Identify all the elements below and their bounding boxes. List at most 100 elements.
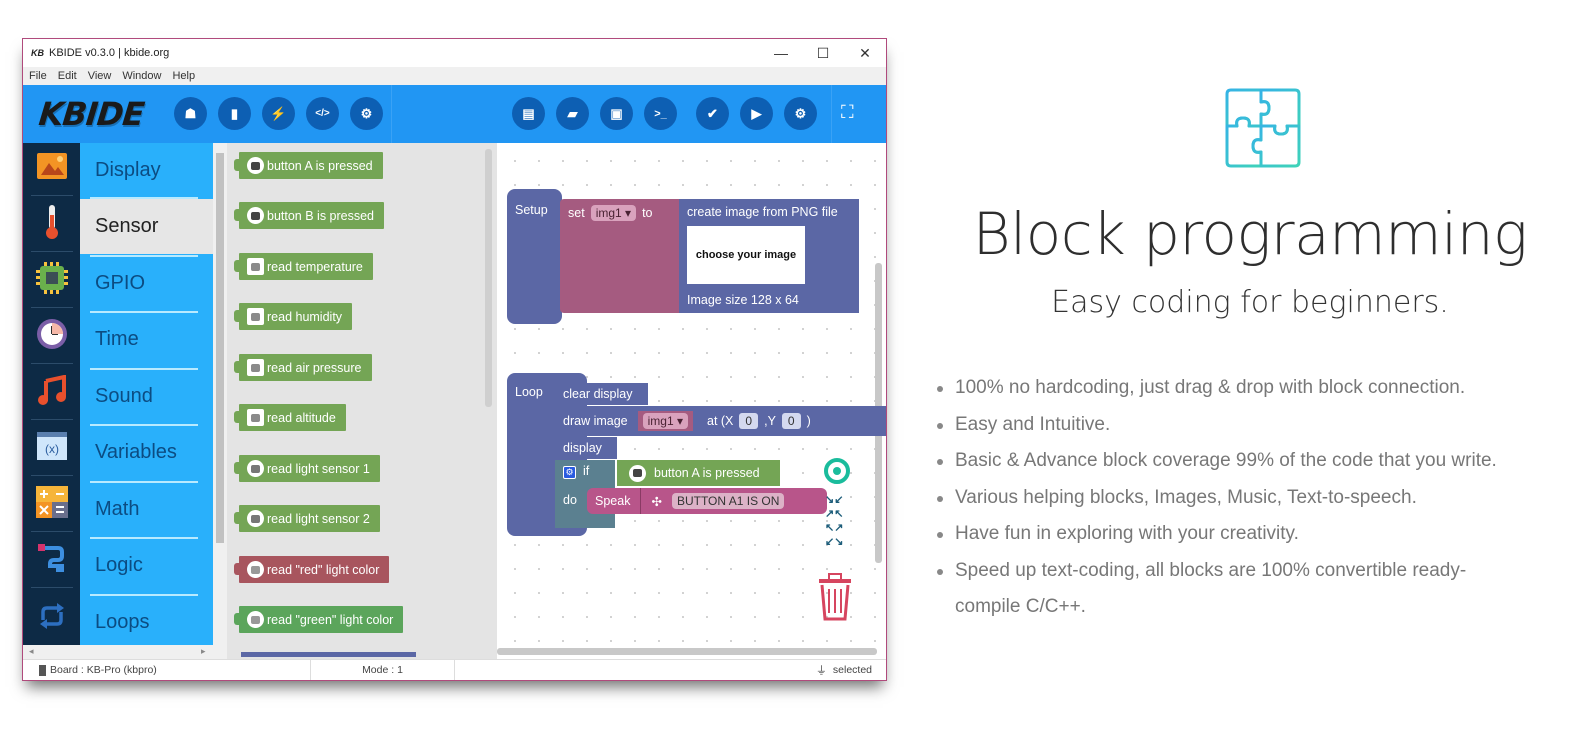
display-block[interactable]: display — [555, 437, 617, 459]
menu-bar: File Edit View Window Help — [23, 67, 886, 85]
button-icon — [247, 157, 264, 174]
open-button[interactable]: ▰ — [556, 97, 589, 130]
choose-image-button[interactable]: choose your image — [687, 226, 805, 284]
scroll-left-icon[interactable]: ◂ — [29, 646, 34, 656]
close-button[interactable]: ✕ — [859, 44, 871, 61]
y-input[interactable]: 0 — [781, 413, 801, 429]
flyout-scrollbar[interactable] — [485, 149, 492, 407]
board-icon — [39, 664, 46, 676]
category-math[interactable]: Math — [95, 498, 140, 520]
variable-icon[interactable]: (x) — [35, 429, 69, 463]
zoom-fit-icon[interactable]: ↙↘ — [825, 536, 844, 548]
workspace-horizontal-scrollbar[interactable] — [497, 648, 877, 655]
plugin-icon: ⚡ — [270, 105, 287, 121]
window-title: KBIDE v0.3.0 | kbide.org — [49, 47, 170, 59]
plug-icon: ⏚ — [815, 665, 827, 677]
fullscreen-button[interactable]: ⛶ — [841, 102, 854, 123]
app-logo-icon: KB — [31, 48, 44, 58]
new-file-button[interactable]: ▤ — [512, 97, 545, 130]
settings-icon: ⚙ — [360, 105, 373, 121]
zoom-in-icon[interactable]: ↘↙ — [825, 494, 844, 506]
block-read-green-light[interactable]: read "green" light color — [233, 606, 404, 633]
toolbar: KBIDE ☗ ▮ ⚡ </> ⚙ ▤ ▰ ▣ >_ ✔ ▶ ⚙ ⛶ — [23, 85, 886, 143]
category-logic[interactable]: Logic — [95, 554, 143, 576]
selected-status: ⏚ selected — [815, 664, 872, 677]
block-button-b-pressed[interactable]: button B is pressed — [233, 202, 385, 229]
menu-view[interactable]: View — [87, 70, 112, 82]
code-view-button[interactable]: </> — [306, 97, 339, 130]
clock-icon[interactable] — [35, 317, 69, 351]
feature-subtitle: Easy coding for beginners. — [1051, 285, 1449, 320]
run-button[interactable]: ▶ — [740, 97, 773, 130]
partial-block — [241, 652, 416, 657]
block-workspace[interactable]: Setup set img1 ▾ to create image from PN… — [497, 143, 886, 659]
category-gpio[interactable]: GPIO — [95, 272, 146, 294]
category-variables[interactable]: Variables — [95, 441, 177, 463]
minimize-button[interactable]: — — [774, 44, 788, 61]
code-icon: </> — [315, 108, 330, 119]
settings-button[interactable]: ⚙ — [350, 97, 383, 130]
block-button-a-pressed[interactable]: button A is pressed — [234, 152, 383, 179]
clear-display-block[interactable]: clear display — [555, 383, 648, 405]
speak-text-input[interactable]: BUTTON A1 IS ON — [671, 493, 785, 509]
menu-file[interactable]: File — [29, 70, 47, 82]
plugin-button[interactable]: ⚡ — [262, 97, 295, 130]
scroll-right-icon[interactable]: ▸ — [201, 646, 206, 656]
scrollbar-thumb[interactable] — [216, 153, 224, 543]
block-read-light-sensor-2[interactable]: read light sensor 2 — [234, 505, 380, 532]
menu-edit[interactable]: Edit — [57, 70, 77, 82]
display-icon[interactable] — [35, 149, 69, 183]
music-note-icon[interactable] — [35, 373, 69, 407]
feature-bullet: Have fun in exploring with your creativi… — [935, 516, 1535, 553]
board-manager-button[interactable]: ☗ — [174, 97, 207, 130]
block-read-red-light[interactable]: read "red" light color — [233, 556, 390, 583]
toolbar-divider — [391, 85, 392, 143]
draw-image-block[interactable]: draw image img1 ▾ at (X 0 ,Y 0 ) — [555, 406, 886, 436]
zoom-reset-icon[interactable]: ↖↗ — [825, 522, 844, 534]
zoom-controls[interactable]: ↘↙ ↗↖ ↖↗ ↙↘ — [825, 493, 843, 549]
x-input[interactable]: 0 — [739, 413, 759, 429]
serial-monitor-button[interactable]: >_ — [644, 97, 677, 130]
color-sensor-icon — [247, 561, 264, 578]
zoom-out-icon[interactable]: ↗↖ — [825, 508, 844, 520]
gears-icon: ⚙ — [794, 105, 807, 121]
category-sound[interactable]: Sound — [95, 385, 153, 407]
block-read-altitude[interactable]: read altitude — [234, 404, 346, 431]
block-read-light-sensor-1[interactable]: read light sensor 1 — [234, 455, 380, 482]
variable-dropdown[interactable]: img1 ▾ — [642, 413, 688, 429]
thermometer-icon[interactable] — [35, 205, 69, 239]
save-button[interactable]: ▣ — [600, 97, 633, 130]
category-display[interactable]: Display — [95, 159, 161, 181]
block-read-air-pressure[interactable]: read air pressure — [234, 354, 372, 381]
gear-icon[interactable]: ⚙ — [563, 466, 576, 479]
logic-icon[interactable] — [35, 541, 69, 575]
block-read-humidity[interactable]: read humidity — [233, 303, 353, 330]
block-flyout: button A is pressed button B is pressed … — [227, 143, 497, 659]
menu-window[interactable]: Window — [122, 70, 162, 82]
category-time[interactable]: Time — [95, 328, 139, 350]
compile-button[interactable]: ✔ — [696, 97, 729, 130]
calculator-icon[interactable] — [35, 485, 69, 519]
trash-can-icon[interactable] — [815, 573, 855, 628]
category-horizontal-scrollbar[interactable]: ◂ ▸ — [23, 645, 213, 659]
block-read-temperature[interactable]: read temperature — [234, 253, 373, 280]
speak-block[interactable]: Speak ✣ BUTTON A1 IS ON — [587, 488, 827, 514]
feature-bullet: Easy and Intuitive. — [935, 407, 1535, 444]
category-loops[interactable]: Loops — [95, 611, 150, 633]
options-button[interactable]: ⚙ — [784, 97, 817, 130]
category-scrollbar[interactable] — [213, 143, 227, 659]
menu-help[interactable]: Help — [172, 70, 196, 82]
recenter-button[interactable] — [824, 458, 850, 484]
category-sensor[interactable]: Sensor — [80, 199, 213, 254]
variable-dropdown[interactable]: img1 ▾ — [590, 205, 637, 221]
create-image-block[interactable]: create image from PNG file choose your i… — [679, 199, 859, 313]
svg-text:(x): (x) — [45, 442, 59, 456]
open-folder-icon: ▰ — [567, 105, 578, 121]
set-variable-block[interactable]: set img1 ▾ to — [560, 199, 680, 313]
loop-icon[interactable] — [35, 599, 69, 633]
condition-block[interactable]: button A is pressed — [617, 460, 780, 486]
setup-block[interactable]: Setup — [507, 189, 562, 324]
chip-button[interactable]: ▮ — [218, 97, 251, 130]
maximize-button[interactable]: ☐ — [816, 44, 830, 61]
chip-icon[interactable] — [35, 261, 69, 295]
